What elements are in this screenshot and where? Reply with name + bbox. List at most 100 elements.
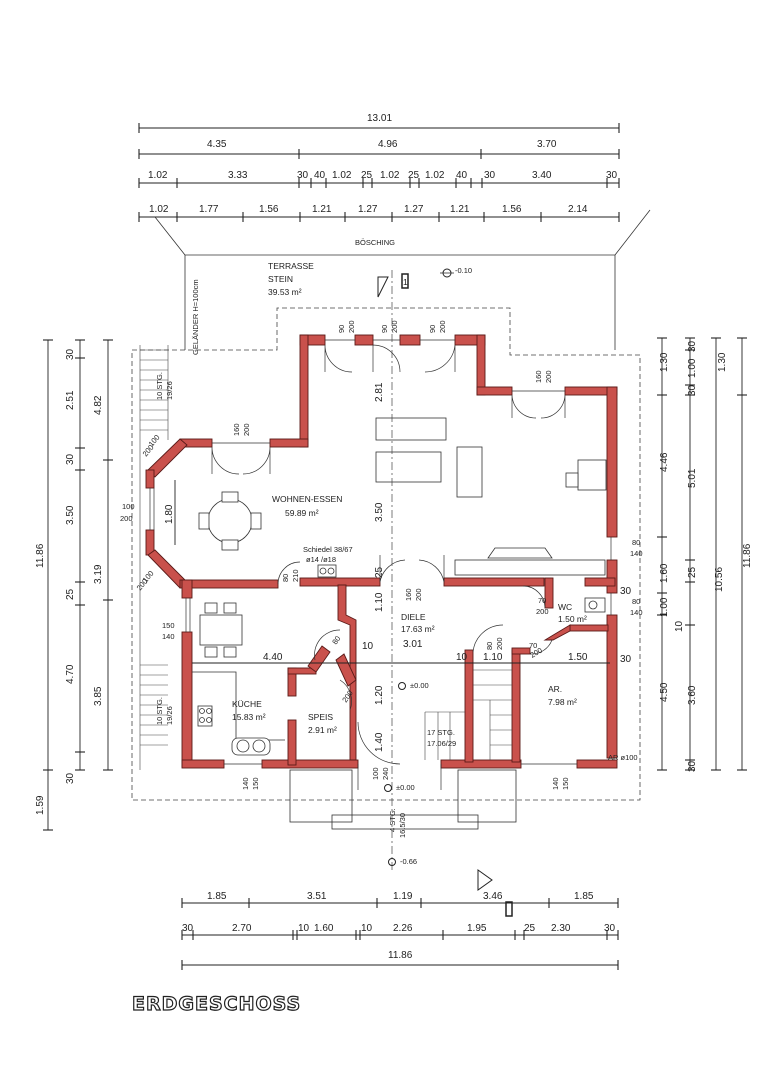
walls <box>145 334 618 769</box>
dim-bot-2-5: 10 <box>361 923 373 934</box>
dim-top-4-4: 1.21 <box>312 204 332 215</box>
living-name: WOHNEN-ESSEN <box>272 494 342 504</box>
opening-w15-w: 80 <box>330 634 342 646</box>
dim-right-far2: 11.86 <box>742 543 753 568</box>
dim-bot-overall: 11.86 <box>388 950 413 961</box>
dim-left-m2: 3.19 <box>93 564 104 584</box>
dim-bot-1-5: 1.85 <box>574 891 594 902</box>
stairs-main-dim: 17.06/29 <box>427 739 456 748</box>
dim-left-o6: 4.70 <box>65 664 76 684</box>
kitchen-name: KÜCHE <box>232 699 262 709</box>
opening-w2-w: 90 <box>380 325 389 333</box>
opening-w9-h: 210 <box>291 569 300 582</box>
opening-w1-h: 200 <box>347 320 356 333</box>
dim-left-o3: 30 <box>65 453 76 465</box>
pantry-area: 2.91 m² <box>308 725 337 735</box>
dim-int-6: 1.40 <box>374 732 385 752</box>
dim-left-extra: 1.59 <box>35 795 46 815</box>
opening-w7-h: 200 <box>120 514 133 523</box>
opening-w12-h: 140 <box>162 632 175 641</box>
dim-top-3-07: 1.02 <box>380 170 400 181</box>
dim-right-m5: 25 <box>687 566 698 578</box>
opening-w7-w: 100 <box>122 502 135 511</box>
dim-left-o4: 3.50 <box>65 505 76 525</box>
opening-w20-h: 150 <box>561 777 570 790</box>
dim-int-9: 1.50 <box>568 652 588 663</box>
dim-top-3-11: 30 <box>484 170 496 181</box>
dim-int-14: 25 <box>374 566 385 578</box>
dim-right-m4: 5.01 <box>687 468 698 488</box>
dim-right-m3: 30 <box>687 384 698 396</box>
storage-area: 7.98 m² <box>548 697 577 707</box>
dim-bot-2-6: 2.26 <box>393 923 413 934</box>
dim-top-3-03: 30 <box>297 170 309 181</box>
chimney-label: Schiedel 38/67 <box>303 545 353 554</box>
chimney-dia: ø14 /ø18 <box>306 555 336 564</box>
dim-top-overall: 13.01 <box>367 113 392 124</box>
opening-w18-w: 140 <box>241 777 250 790</box>
dim-left-o7: 30 <box>65 772 76 784</box>
opening-w1-w: 90 <box>337 325 346 333</box>
furniture <box>192 417 607 756</box>
dim-right-m1: 30 <box>687 340 698 352</box>
opening-w18-h: 150 <box>251 777 260 790</box>
dim-int-8: 1.10 <box>483 652 503 663</box>
pantry-name: SPEIS <box>308 712 333 722</box>
level-hall: ±0.00 <box>410 681 429 690</box>
bottom-dimension-chains: 1.85 3.51 1.19 3.46 1.85 30 2.70 10 1.60… <box>181 869 619 970</box>
dim-top-3-08: 25 <box>408 170 420 181</box>
dim-int-7: 4.40 <box>263 652 283 663</box>
opening-w13-w: 70 <box>538 596 546 605</box>
right-dimension-chains: 1.30 4.46 1.60 1.00 4.50 30 1.00 30 5.01… <box>657 337 753 772</box>
dim-right-m6: 10 <box>674 620 685 632</box>
dim-top-4-6: 1.27 <box>404 204 424 215</box>
level-outside: -0.66 <box>400 857 417 866</box>
dim-top-4-8: 1.56 <box>502 204 522 215</box>
opening-w19-w: 100 <box>371 767 380 780</box>
dim-bot-1-4: 3.46 <box>483 891 503 902</box>
wc-area: 1.50 m² <box>558 614 587 624</box>
left-dimension-chains: 11.86 30 2.51 30 3.50 25 4.70 30 4.82 3.… <box>35 339 113 831</box>
dim-right-m7: 3.60 <box>687 685 698 705</box>
hall-area: 17.63 m² <box>401 624 435 634</box>
label-railing: GELÄNDER H=100cm <box>191 279 200 355</box>
dim-int-11: 10 <box>362 641 374 652</box>
dim-top-2-b: 4.96 <box>378 139 398 150</box>
hall-name: DIELE <box>401 612 426 622</box>
dim-right-m2: 1.00 <box>687 358 698 378</box>
dim-int-5: 1.20 <box>374 685 385 705</box>
dim-top-4-5: 1.27 <box>358 204 378 215</box>
dim-right-i4: 1.00 <box>659 597 670 617</box>
opening-w11-h: 140 <box>630 549 643 558</box>
dim-bot-2-3: 10 <box>298 923 310 934</box>
opening-w19-h: 240 <box>381 767 390 780</box>
stairs-left-top-count: 10 STG. <box>155 372 164 400</box>
dim-bot-2-8: 25 <box>524 923 536 934</box>
dim-bot-2-7: 1.95 <box>467 923 487 934</box>
dim-right-i1: 1.30 <box>659 352 670 372</box>
stairs-left-bot-dim: 19/26 <box>165 706 174 725</box>
dim-left-overall: 11.86 <box>35 543 46 568</box>
dim-bot-1-1: 1.85 <box>207 891 227 902</box>
dim-bot-1-3: 1.19 <box>393 891 413 902</box>
dim-top-3-09: 1.02 <box>425 170 445 181</box>
opening-w17-h: 200 <box>495 637 504 650</box>
opening-w14-h: 140 <box>630 608 643 617</box>
stairs-left-top-dim: 19/26 <box>165 381 174 400</box>
dim-int-1: 2.81 <box>374 382 385 402</box>
dim-top-2-c: 3.70 <box>537 139 557 150</box>
opening-w3-w: 90 <box>428 325 437 333</box>
dim-bot-2-10: 30 <box>604 923 616 934</box>
dim-right-outer: 10.56 <box>714 567 725 592</box>
dim-int-12: 10 <box>456 652 468 663</box>
dim-right-i5: 4.50 <box>659 682 670 702</box>
plan-title: ERDGESCHOSS <box>132 993 301 1015</box>
dim-int-13: 30 <box>620 586 632 597</box>
section-marker-top: 1 -0.10 <box>377 266 472 298</box>
terrace-area: 39.53 m² <box>268 287 302 297</box>
opening-w4-h: 200 <box>544 370 553 383</box>
dim-top-4-7: 1.21 <box>450 204 470 215</box>
dim-int-10: 3.01 <box>403 639 423 650</box>
dim-bot-2-2: 2.70 <box>232 923 252 934</box>
